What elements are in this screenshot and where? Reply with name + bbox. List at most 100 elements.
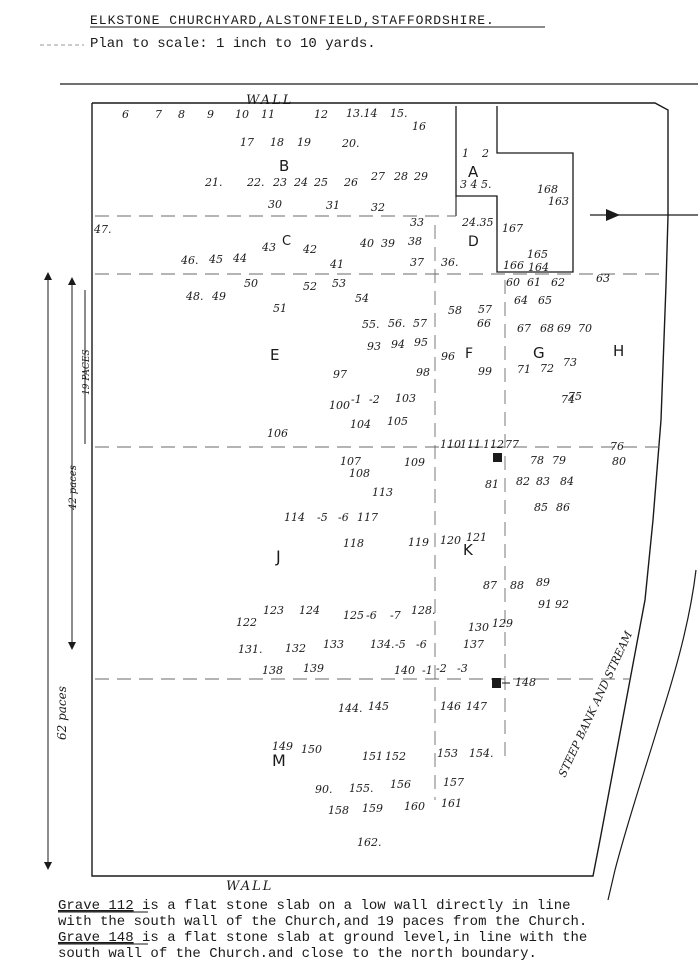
grave-number: 47. bbox=[93, 223, 112, 236]
area-e: E bbox=[270, 346, 279, 364]
grave-number: 82 bbox=[516, 475, 530, 488]
grave-number: 162. bbox=[357, 836, 382, 849]
grave-number: 36. bbox=[441, 256, 459, 269]
plan-title: ELKSTONE CHURCHYARD,ALSTONFIELD,STAFFORD… bbox=[90, 13, 495, 28]
grave-number: 46. bbox=[180, 254, 199, 267]
grave-number: 118 bbox=[343, 537, 364, 550]
note-2-line-1: Grave 148 is a flat stone slab at ground… bbox=[58, 930, 587, 946]
grave-number: 93 bbox=[367, 340, 381, 353]
grave-number: 21. bbox=[204, 176, 223, 189]
grave-number: 83 bbox=[536, 475, 550, 488]
grave-number: 156 bbox=[390, 778, 411, 791]
grave-number: 64 bbox=[514, 294, 528, 307]
grave-number: 27 bbox=[370, 170, 385, 183]
grave-number: 104 bbox=[350, 418, 371, 431]
grave-number: 97 bbox=[333, 368, 347, 381]
grave-number: 91 bbox=[538, 598, 552, 611]
grave-number: 50 bbox=[244, 277, 258, 290]
grave-number: 94 bbox=[391, 338, 405, 351]
note-1-line-1: Grave 112 is a flat stone slab on a low … bbox=[58, 898, 571, 914]
grave-number: 151 bbox=[362, 750, 383, 763]
grave-number: 2 bbox=[481, 147, 489, 160]
stream-line bbox=[607, 569, 697, 901]
grave-number: 166 bbox=[503, 259, 524, 272]
stream-label: STEEP BANK AND STREAM bbox=[556, 629, 635, 780]
grave-number: 38 bbox=[408, 235, 422, 248]
grave-number: 23 bbox=[272, 176, 287, 189]
grave-number: 76 bbox=[610, 440, 624, 453]
grave-number: 100 bbox=[329, 399, 350, 412]
grave-number: 86 bbox=[556, 501, 570, 514]
grave-number: 128. bbox=[411, 604, 436, 617]
grave-number: 98 bbox=[416, 366, 430, 379]
grave-number: 16 bbox=[412, 120, 426, 133]
grave-number: 132 bbox=[285, 642, 306, 655]
grave-number: 45 bbox=[208, 253, 223, 266]
grave-number: 134. bbox=[370, 638, 395, 651]
grave-number: 111 bbox=[460, 438, 481, 451]
grave-number: 6 bbox=[122, 108, 129, 121]
grave-number: 158 bbox=[328, 804, 349, 817]
grave-number: 67 bbox=[517, 322, 531, 335]
grave-number: 49 bbox=[211, 290, 226, 303]
grave-number: 84 bbox=[560, 475, 574, 488]
grave-number: 44 bbox=[232, 252, 247, 265]
grave-number: 122 bbox=[236, 616, 257, 629]
grave-number: 25 bbox=[313, 176, 328, 189]
plan-subtitle: Plan to scale: 1 inch to 10 yards. bbox=[90, 36, 376, 52]
grave-112-marker bbox=[493, 453, 502, 462]
grave-number: 8 bbox=[178, 108, 185, 121]
grave-number: 131. bbox=[238, 643, 263, 656]
grave-number: -1 bbox=[351, 393, 362, 406]
grave-number: 74 bbox=[561, 393, 575, 406]
grave-number: 57 bbox=[413, 317, 427, 330]
grave-number: 52 bbox=[303, 280, 317, 293]
grave-number: 148 bbox=[515, 676, 536, 689]
grave-number: 43 bbox=[261, 241, 276, 254]
area-m: M bbox=[272, 751, 286, 770]
area-d: D bbox=[468, 234, 479, 250]
wall-top-label: WALL bbox=[246, 93, 293, 108]
grave-number: 117 bbox=[357, 511, 378, 524]
grave-number: -3 bbox=[457, 662, 468, 675]
paces-62-label: 62 paces bbox=[55, 686, 69, 740]
grave-number: 120 bbox=[440, 534, 461, 547]
grave-number: 164 bbox=[528, 261, 549, 274]
area-g: G bbox=[533, 344, 545, 362]
grave-number: 28 bbox=[393, 170, 408, 183]
grave-number: 123 bbox=[263, 604, 284, 617]
grave-number: 12 bbox=[314, 108, 328, 121]
grave-number: -2 bbox=[369, 393, 380, 406]
grave-number: 159 bbox=[362, 802, 383, 815]
area-f: F bbox=[465, 346, 473, 362]
grave-number: 24 bbox=[293, 176, 308, 189]
grave-number: 106 bbox=[267, 427, 288, 440]
grave-number: 53 bbox=[332, 277, 346, 290]
grave-148-marker bbox=[492, 678, 501, 688]
grave-number: 31 bbox=[326, 199, 340, 212]
grave-number: 107 bbox=[340, 455, 361, 468]
grave-number: 77 bbox=[505, 438, 519, 451]
grave-number: 153 bbox=[437, 747, 458, 760]
grave-number: 24.35 bbox=[461, 216, 494, 229]
grave-number: 114 bbox=[284, 511, 305, 524]
grave-number: 133 bbox=[323, 638, 344, 651]
grave-number: 144. bbox=[338, 702, 363, 715]
grave-number: 81 bbox=[485, 478, 499, 491]
grave-number: 113 bbox=[372, 486, 393, 499]
grave-number: 72 bbox=[540, 362, 554, 375]
grave-number: 145 bbox=[368, 700, 389, 713]
grave-number: 95 bbox=[414, 336, 428, 349]
grave-number: 129 bbox=[492, 617, 513, 630]
grave-number: 7 bbox=[155, 108, 162, 121]
grave-number: 62 bbox=[551, 276, 565, 289]
note-1-grave: Grave 112 bbox=[58, 898, 134, 914]
grave-number: 124 bbox=[299, 604, 320, 617]
grave-number: 48. bbox=[185, 290, 204, 303]
area-b: B bbox=[279, 157, 289, 175]
grave-number: 155. bbox=[349, 782, 374, 795]
grave-number: 71 bbox=[517, 363, 531, 376]
grave-number: 138 bbox=[262, 664, 283, 677]
grave-number: 103 bbox=[395, 392, 416, 405]
